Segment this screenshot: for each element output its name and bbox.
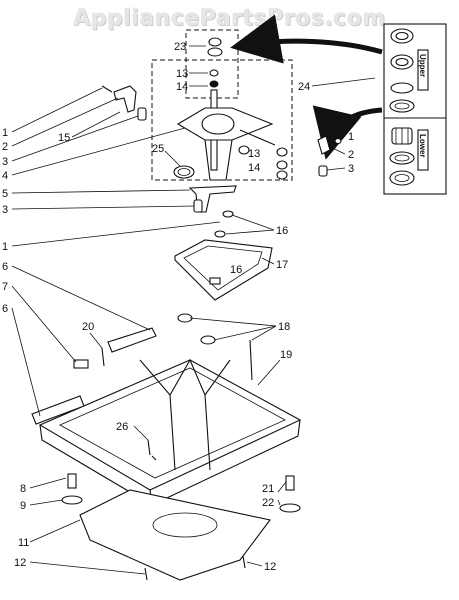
callout-13: 13 — [176, 68, 188, 80]
callout-6: 6 — [2, 261, 8, 273]
callout-3: 3 — [2, 156, 8, 168]
upper-bearing-stack — [389, 28, 415, 113]
callout-2: 2 — [2, 141, 8, 153]
callout-21: 21 — [262, 483, 274, 495]
bearing-kit-panel: Upper Lower — [383, 23, 447, 195]
lower-bearing-stack — [389, 127, 415, 186]
lower-label: Lower — [418, 134, 427, 158]
callout-25: 25 — [152, 143, 164, 155]
callout-4: 4 — [2, 170, 8, 182]
callout-3: 3 — [2, 204, 8, 216]
callout-26: 26 — [116, 421, 128, 433]
callout-1: 1 — [2, 127, 8, 139]
base-frame — [38, 313, 302, 507]
callout-20: 20 — [82, 321, 94, 333]
arrow-to-bearing-group — [230, 14, 383, 64]
callout-1: 1 — [2, 241, 8, 253]
callout-6: 6 — [2, 303, 8, 315]
callout-14: 14 — [248, 162, 260, 174]
callout-19: 19 — [280, 349, 292, 361]
callout-11: 11 — [18, 537, 29, 549]
leader-lines — [11, 45, 376, 575]
callout-2: 2 — [348, 149, 354, 161]
callout-8: 8 — [20, 483, 26, 495]
upper-label: Upper — [418, 54, 427, 77]
mounting-plate — [174, 210, 273, 301]
gearcase-assembly — [173, 89, 276, 181]
callout-22: 22 — [262, 497, 274, 509]
callout-1: 1 — [348, 131, 354, 143]
callout-15: 15 — [58, 132, 70, 144]
callout-7: 7 — [2, 281, 8, 293]
watermark-text: AppliancePartsPros.com — [73, 6, 386, 31]
callout-16: 16 — [276, 225, 288, 237]
callout-numbers: 23 13 14 24 1 2 15 3 4 25 13 14 1 2 3 5 … — [2, 41, 354, 573]
upper-bearing-parts — [207, 37, 223, 88]
arrow-to-gearcase — [312, 105, 383, 160]
callout-16: 16 — [230, 264, 242, 276]
left-clip-assembly — [101, 85, 147, 121]
callout-12: 12 — [14, 557, 26, 569]
callout-3: 3 — [348, 163, 354, 175]
callout-12: 12 — [264, 561, 276, 573]
callout-14: 14 — [176, 81, 188, 93]
lower-bearing-parts — [276, 135, 342, 180]
callout-13: 13 — [248, 148, 260, 160]
leg-brackets — [31, 327, 157, 425]
spring — [193, 199, 203, 213]
callout-17: 17 — [276, 259, 288, 271]
callout-24: 24 — [298, 81, 310, 93]
callout-18: 18 — [278, 321, 290, 333]
callout-9: 9 — [20, 500, 26, 512]
callout-5: 5 — [2, 188, 8, 200]
callout-23: 23 — [174, 41, 186, 53]
